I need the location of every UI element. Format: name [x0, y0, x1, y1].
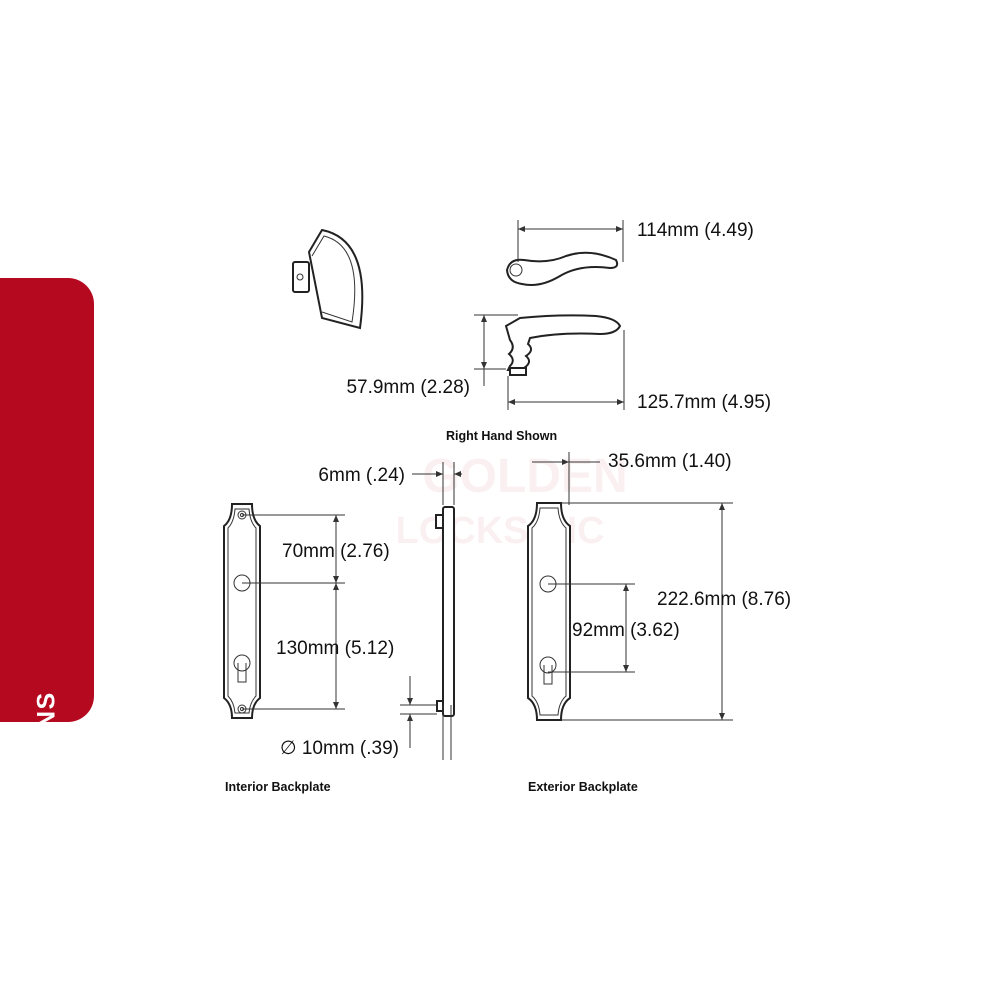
- caption-interior-backplate: Interior Backplate: [225, 780, 331, 794]
- dimension-label-57-9mm: 57.9mm (2.28): [346, 377, 470, 398]
- dimension-interior: 70mm (2.76) 130mm (5.12): [242, 514, 394, 710]
- dimension-label-130mm: 130mm (5.12): [276, 638, 394, 659]
- caption-exterior-backplate: Exterior Backplate: [528, 780, 638, 794]
- dimension-label-125-7mm: 125.7mm (4.95): [637, 392, 771, 413]
- dimension-label-6mm: 6mm (.24): [318, 465, 405, 486]
- rosette-side-view: [292, 228, 364, 330]
- caption-right-hand-shown: Right Hand Shown: [446, 429, 557, 443]
- dimension-lever-height: 57.9mm (2.28): [346, 314, 518, 398]
- dimension-label-35-6mm: 35.6mm (1.40): [608, 451, 732, 472]
- exterior-backplate: [527, 502, 571, 721]
- dimension-exterior: 35.6mm (1.40) 92mm (3.62) 222.6mm (8.76): [532, 451, 791, 721]
- dimension-label-114mm: 114mm (4.49): [637, 220, 754, 241]
- dimension-lever-length: 125.7mm (4.95): [507, 330, 771, 413]
- backplate-side-profile: [435, 506, 455, 760]
- interior-backplate: [223, 503, 261, 719]
- dimension-label-70mm: 70mm (2.76): [282, 541, 390, 562]
- dimension-thickness: 6mm (.24): [318, 462, 462, 505]
- dimension-spindle-diameter: ∅ 10mm (.39): [280, 676, 437, 759]
- watermark-line-2: LOCKS INC: [396, 510, 605, 552]
- watermark-line-1: GOLDEN: [422, 450, 627, 503]
- lever-side-view: [504, 314, 622, 376]
- lever-top-view: [505, 251, 619, 286]
- dimensions-tab: DIMENSIONS: [0, 278, 94, 865]
- dimension-label-92mm: 92mm (3.62): [572, 620, 680, 641]
- dimension-label-222-6mm: 222.6mm (8.76): [657, 589, 791, 610]
- dimension-label-10mm: ∅ 10mm (.39): [280, 738, 399, 759]
- dimension-lever-top: 114mm (4.49): [517, 220, 754, 262]
